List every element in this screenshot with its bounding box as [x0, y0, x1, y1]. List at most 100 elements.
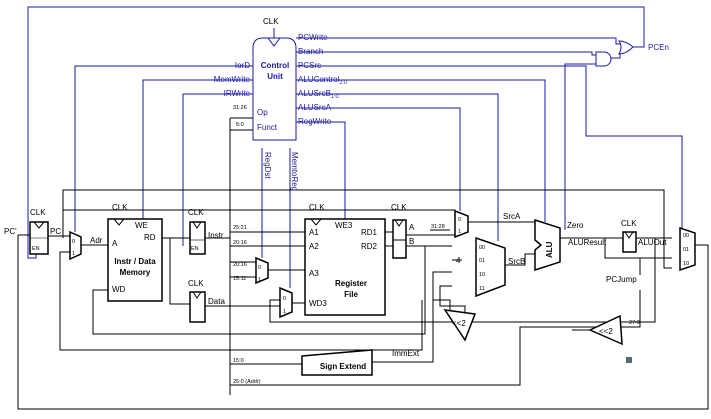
regfile-title-line1: Register [335, 279, 367, 288]
memtoreg-signal-label: MemtoReg [290, 152, 299, 191]
alusrcb-name: ALUSrcB [298, 89, 331, 98]
ir-enable-label: EN [191, 246, 199, 252]
field-20-16-a: 20:16 [233, 240, 247, 246]
sign-extend-label: Sign Extend [320, 362, 366, 371]
srca-mux: 0 1 SrcA [454, 209, 521, 239]
iord-signal-label: IorD [235, 61, 250, 70]
alusrcb-signal-label: ALUSrcB1:0 [298, 89, 339, 100]
field-25-21: 25:21 [233, 225, 247, 231]
pcen-label: PCEn [648, 43, 669, 52]
control-wires [27, 6, 683, 288]
srca-mux-1: 1 [458, 229, 461, 235]
instruction-register: EN CLK Instr [188, 208, 224, 255]
field-25-0-addr: 25:0 (Addr) [233, 379, 261, 385]
shift-jump-label: <<2 [599, 327, 613, 336]
aluout-register: CLK ALUOut [621, 219, 667, 253]
adr-mux: 0 1 Adr [69, 230, 103, 261]
pcwrite-signal-label: PCWrite [298, 33, 328, 42]
and-gate [595, 51, 612, 67]
alucontrol-signal-label: ALUControl2:0 [298, 75, 347, 86]
aluresult-label: ALUResult [568, 238, 607, 247]
register-file: CLK WE3 A1 A2 A3 WD3 RD1 RD2 Register Fi… [304, 203, 386, 316]
pcsrc-mux-10: 10 [683, 261, 689, 267]
field-31-28: 31:28 [431, 224, 445, 230]
memory-title-line2: Memory [120, 268, 151, 277]
field-15-11: 15:11 [233, 276, 246, 282]
srcb-mux-11: 11 [479, 286, 485, 292]
memtoreg-mux: 0 1 [279, 286, 293, 319]
regfile-wd3-label: WD3 [309, 299, 327, 308]
field-20-16-b: 20:16 [233, 262, 247, 268]
control-unit: CLK Control Unit Op Funct 31:26 5:0 IorD… [214, 17, 347, 191]
branch-logic [595, 40, 634, 67]
or-gate [618, 40, 634, 55]
adr-label: Adr [90, 236, 103, 245]
pc-label: PC [50, 227, 61, 236]
immext-label: ImmExt [392, 349, 420, 358]
control-unit-funct-input: Funct [257, 123, 278, 132]
shift-left-branch: <<2 [443, 309, 477, 342]
regwrite-signal-label: RegWrite [298, 117, 332, 126]
regdst-signal-label: RegDst [263, 152, 272, 179]
memwrite-signal-label: MemWrite [214, 75, 251, 84]
control-unit-op-input: Op [257, 108, 268, 117]
instruction-fields: 25:21 20:16 20:16 15:11 15:0 25:0 (Addr)… [233, 224, 640, 385]
alusrcb-subscript: 1:0 [331, 94, 339, 100]
regfile-a3-label: A3 [309, 269, 319, 278]
regfile-a2-label: A2 [309, 242, 319, 251]
regfile-clock-label: CLK [309, 203, 325, 212]
data-register: CLK Data [188, 279, 225, 323]
alusrca-signal-label: ALUSrcA [298, 103, 332, 112]
srcb-label: SrcB [508, 257, 525, 266]
reg-b-label: B [409, 237, 414, 246]
aluout-label: ALUOut [638, 238, 667, 247]
reg-a-label: A [409, 223, 415, 232]
memory-title-line1: Instr / Data [114, 257, 156, 266]
srcb-mux-10: 10 [479, 272, 485, 278]
memory-clock-label: CLK [112, 203, 128, 212]
sign-extend: Sign Extend ImmExt [301, 349, 420, 376]
regfile-title-line2: File [344, 290, 358, 299]
zero-label: Zero [567, 221, 584, 230]
irwrite-signal-label: IRWrite [224, 89, 251, 98]
instr-label: Instr [208, 231, 224, 240]
regdst-mux: 0 1 [255, 256, 269, 285]
regfile-rd1-label: RD1 [361, 228, 378, 237]
control-unit-title-line2: Unit [267, 72, 283, 81]
ab-clock-label: CLK [391, 203, 407, 212]
pcsrc-signal-label: PCSrc [298, 61, 321, 70]
memory-wd-label: WD [112, 285, 126, 294]
data-label: Data [208, 297, 225, 306]
pcsrc-mux: 00 01 10 PCJump [606, 226, 696, 284]
control-unit-clock-label: CLK [263, 17, 279, 26]
memtoreg-mux-1: 1 [283, 309, 286, 315]
pc-clock-label: CLK [30, 208, 46, 217]
memory-a-label: A [112, 239, 118, 248]
funct-bits-label: 5:0 [236, 122, 244, 128]
marker-square [626, 357, 632, 363]
srcb-mux-01: 01 [479, 258, 485, 264]
srca-mux-0: 0 [458, 217, 461, 223]
alu-label: ALU [545, 241, 554, 258]
shift-branch-label: <<2 [452, 319, 466, 328]
regdst-mux-0: 0 [258, 265, 261, 271]
memory-we-label: WE [135, 221, 148, 230]
field-15-0: 15:0 [233, 358, 244, 364]
regfile-rd2-label: RD2 [361, 242, 378, 251]
branch-signal-label: Branch [298, 47, 323, 56]
srca-label: SrcA [503, 212, 521, 221]
pc-prime-label: PC' [4, 227, 17, 236]
srcb-mux: 00 01 10 11 4 SrcB [456, 236, 525, 298]
control-unit-title-line1: Control [261, 61, 289, 70]
data-clock-label: CLK [188, 279, 204, 288]
instr-data-memory: CLK WE A RD Instr / Data Memory WD [107, 203, 163, 302]
pc-register: EN CLK PC' PC [4, 208, 61, 255]
aluout-clock-label: CLK [621, 219, 637, 228]
regfile-we3-label: WE3 [335, 221, 353, 230]
alucontrol-name: ALUControl [298, 75, 340, 84]
adr-mux-0: 0 [72, 239, 75, 245]
pc-enable-label: EN [32, 246, 40, 252]
alucontrol-subscript: 2:0 [339, 80, 347, 86]
ir-clock-label: CLK [188, 208, 204, 217]
